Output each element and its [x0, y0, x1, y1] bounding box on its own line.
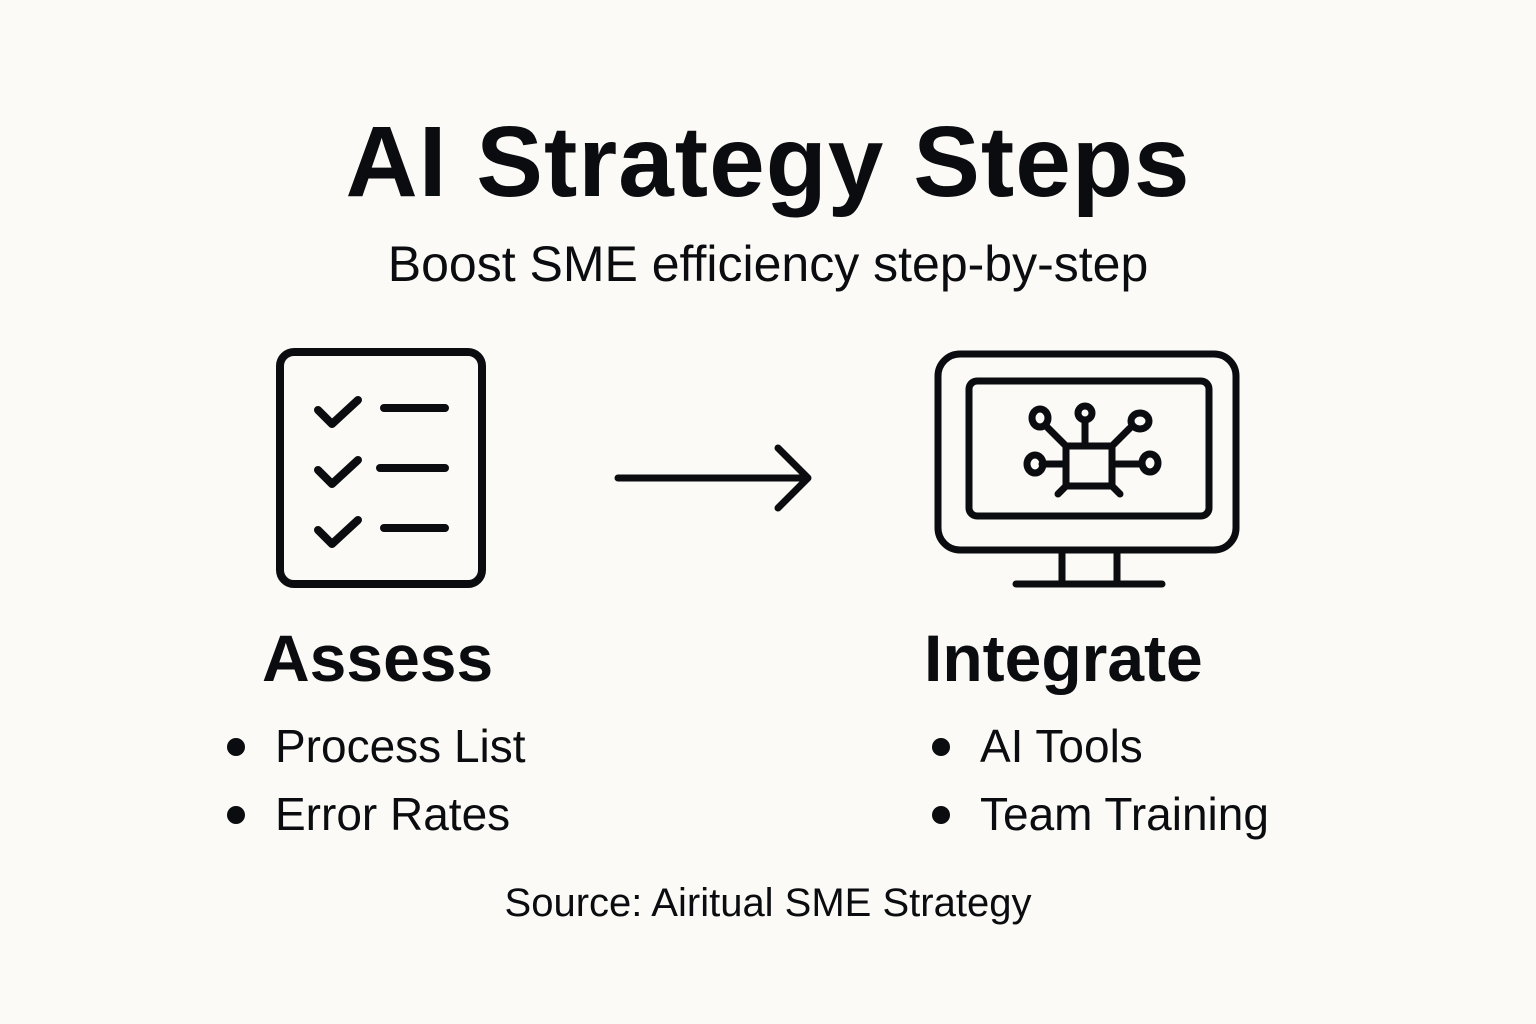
- list-item-label: Process List: [275, 720, 526, 772]
- assess-bullet-list: Process List Error Rates: [227, 712, 526, 848]
- bullet-icon: [227, 806, 245, 824]
- page-subtitle: Boost SME efficiency step-by-step: [387, 236, 1149, 292]
- list-item-label: Team Training: [980, 788, 1269, 840]
- list-item-label: Error Rates: [275, 788, 511, 840]
- bullet-icon: [932, 738, 950, 756]
- bullet-icon: [932, 806, 950, 824]
- bullet-icon: [227, 738, 245, 756]
- page-title: AI Strategy Steps: [345, 106, 1191, 218]
- list-item: Error Rates: [227, 780, 526, 848]
- step-title-assess: Assess: [262, 621, 494, 695]
- list-item: AI Tools: [932, 712, 1269, 780]
- source-caption: Source: Airitual SME Strategy: [504, 881, 1032, 925]
- list-item: Team Training: [932, 780, 1269, 848]
- step-title-integrate: Integrate: [924, 621, 1203, 695]
- list-item: Process List: [227, 712, 526, 780]
- checklist-icon: [272, 344, 492, 594]
- integrate-bullet-list: AI Tools Team Training: [932, 712, 1269, 848]
- arrow-right-icon: [608, 436, 820, 520]
- monitor-ai-chip-icon: [930, 346, 1244, 592]
- list-item-label: AI Tools: [980, 720, 1143, 772]
